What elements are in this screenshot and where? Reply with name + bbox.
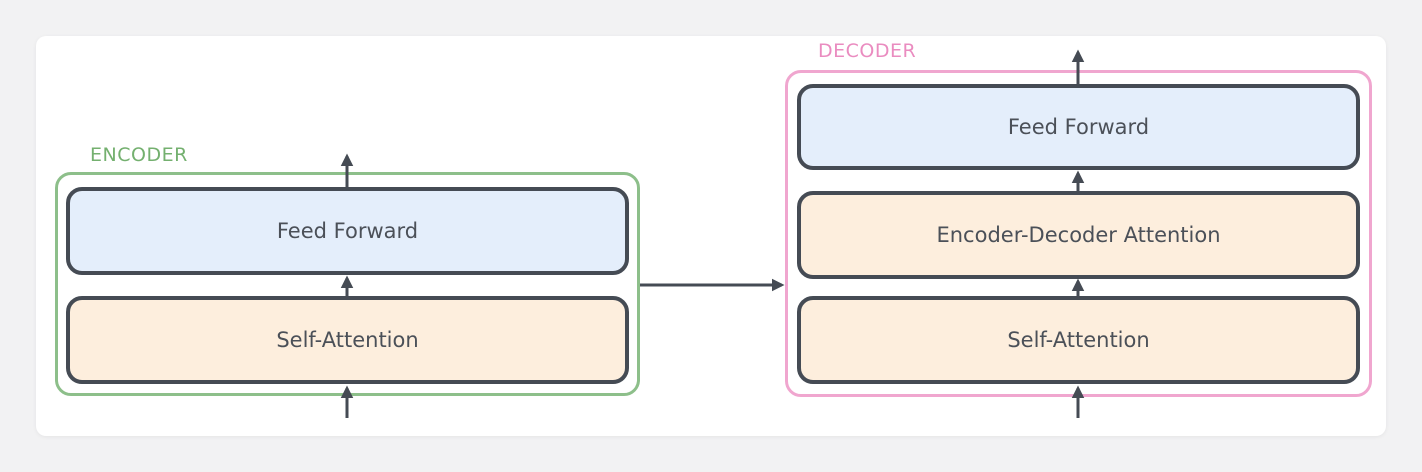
decoder-self-attention-block: Self-Attention [797, 296, 1360, 384]
encoder-feed-forward-block: Feed Forward [66, 187, 629, 275]
encoder-label: ENCODER [90, 144, 188, 166]
decoder-encoder-decoder-attention-block: Encoder-Decoder Attention [797, 191, 1360, 279]
encoder-self-attention-block: Self-Attention [66, 296, 629, 384]
decoder-feed-forward-block: Feed Forward [797, 84, 1360, 170]
decoder-label: DECODER [818, 40, 917, 62]
